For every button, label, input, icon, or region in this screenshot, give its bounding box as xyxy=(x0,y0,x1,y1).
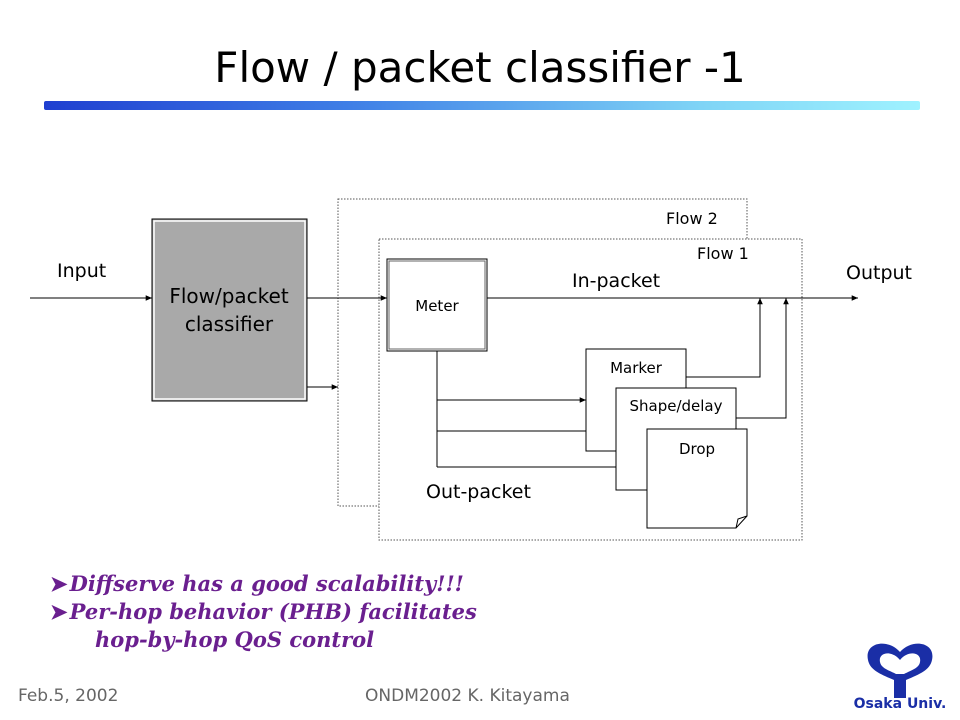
shape-delay-label: Shape/delay xyxy=(629,397,722,415)
meter-label: Meter xyxy=(415,297,459,315)
bullet-item: ➤Per-hop behavior (PHB) facilitates xyxy=(50,598,477,626)
classifier-label-line2: classifier xyxy=(185,312,274,336)
footer-center: ONDM2002 K. Kitayama xyxy=(365,686,570,706)
in-packet-label: In-packet xyxy=(572,270,660,292)
input-label: Input xyxy=(57,260,106,282)
bullet-text: Per-hop behavior (PHB) facilitates xyxy=(69,599,477,624)
arrowhead-bullet-icon: ➤ xyxy=(50,571,68,596)
drop-box xyxy=(646,428,748,529)
bullet-text: Diffserve has a good scalability!!! xyxy=(69,571,464,596)
logo-text: Osaka Univ. xyxy=(853,696,947,712)
flow2-label: Flow 2 xyxy=(666,209,718,228)
flow1-label: Flow 1 xyxy=(697,244,749,263)
classifier-label-line1: Flow/packet xyxy=(169,284,289,308)
out-packet-label: Out-packet xyxy=(426,481,531,503)
university-emblem-icon xyxy=(867,643,933,698)
bullet-continuation: hop-by-hop QoS control xyxy=(50,626,477,654)
bullet-text: hop-by-hop QoS control xyxy=(95,627,375,652)
footer-date: Feb.5, 2002 xyxy=(18,686,119,706)
bullet-item: ➤Diffserve has a good scalability!!! xyxy=(50,570,477,598)
slide-title: Flow / packet classifier -1 xyxy=(214,43,746,92)
title-gradient-bar xyxy=(44,101,920,110)
osaka-univ-logo: Osaka Univ. xyxy=(848,640,952,718)
output-label: Output xyxy=(846,262,912,284)
marker-to-output-arrow xyxy=(686,298,763,378)
arrowhead-bullet-icon: ➤ xyxy=(50,599,68,624)
shape-to-output-arrow xyxy=(736,298,789,419)
classifier-box xyxy=(151,218,308,402)
marker-label: Marker xyxy=(610,359,663,377)
drop-label: Drop xyxy=(679,440,715,458)
bullet-list: ➤Diffserve has a good scalability!!! ➤Pe… xyxy=(50,570,477,654)
meter-box xyxy=(386,258,488,352)
